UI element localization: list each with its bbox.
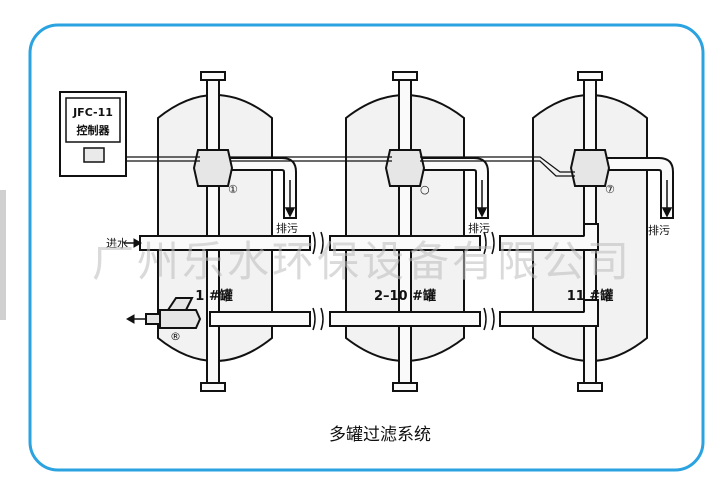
- company-watermark: 广州乐水环保设备有限公司: [92, 237, 632, 286]
- outlet-valve: [145, 297, 202, 329]
- inlet-arrow: [124, 238, 143, 248]
- outlet-arrow: [125, 314, 146, 324]
- valve-mark-tank-2-10: ○: [420, 183, 430, 196]
- inlet-break-marks: [312, 231, 495, 255]
- controller-box: [59, 91, 127, 177]
- diagram-caption: 多罐过滤系统: [329, 425, 431, 445]
- tank-label-1: 1 #罐: [195, 288, 232, 304]
- controller-label: 控制器: [77, 123, 111, 137]
- controller-model: JFC-11: [72, 106, 113, 119]
- inlet-header-pipe: [139, 223, 599, 251]
- drain-label-tank-11: 排污: [648, 223, 670, 237]
- outlet-header-pipe: [209, 299, 599, 327]
- drain-arrows: [284, 180, 673, 218]
- valve-mark-tank-1: ①: [228, 183, 238, 196]
- drain-label-tank-1: 排污: [276, 221, 298, 235]
- tank-label-2-10: 2–10 #罐: [374, 288, 436, 304]
- tank-label-11: 11 #罐: [567, 288, 614, 304]
- outlet-valve-mark: ®: [170, 330, 181, 343]
- control-valves: [192, 149, 611, 187]
- outlet-break-marks: [312, 307, 495, 331]
- valve-mark-tank-11: ⑦: [605, 183, 615, 196]
- edge-bar: [0, 190, 6, 320]
- signal-lines: [108, 156, 575, 177]
- drain-label-tank-2-10: 排污: [468, 221, 490, 235]
- inlet-label: 进水: [106, 237, 128, 250]
